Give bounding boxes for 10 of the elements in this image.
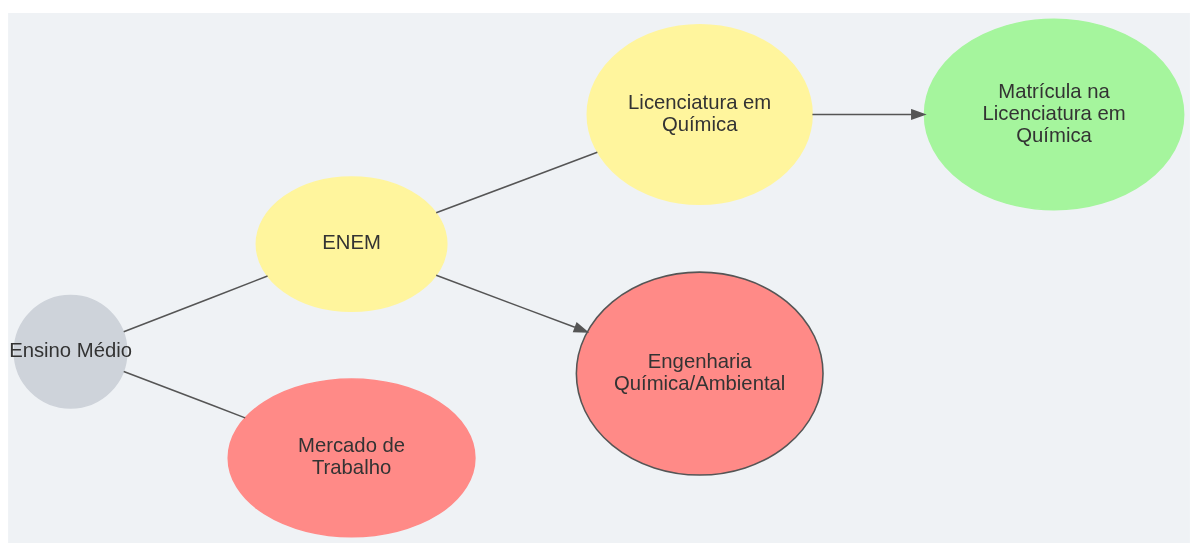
connector bbox=[122, 370, 246, 419]
node-ellipse: Engenharia Química/Ambiental bbox=[575, 271, 824, 476]
node-ellipse: Matrícula na Licenciatura em Química bbox=[923, 18, 1185, 211]
node-ellipse: Mercado de Trabalho bbox=[227, 378, 476, 538]
arrow bbox=[435, 274, 590, 333]
node-ellipse: ENEM bbox=[255, 176, 448, 312]
arrow bbox=[811, 109, 927, 120]
connector bbox=[122, 275, 269, 333]
connector bbox=[435, 151, 599, 214]
node-ellipse: Licenciatura em Química bbox=[586, 23, 813, 205]
